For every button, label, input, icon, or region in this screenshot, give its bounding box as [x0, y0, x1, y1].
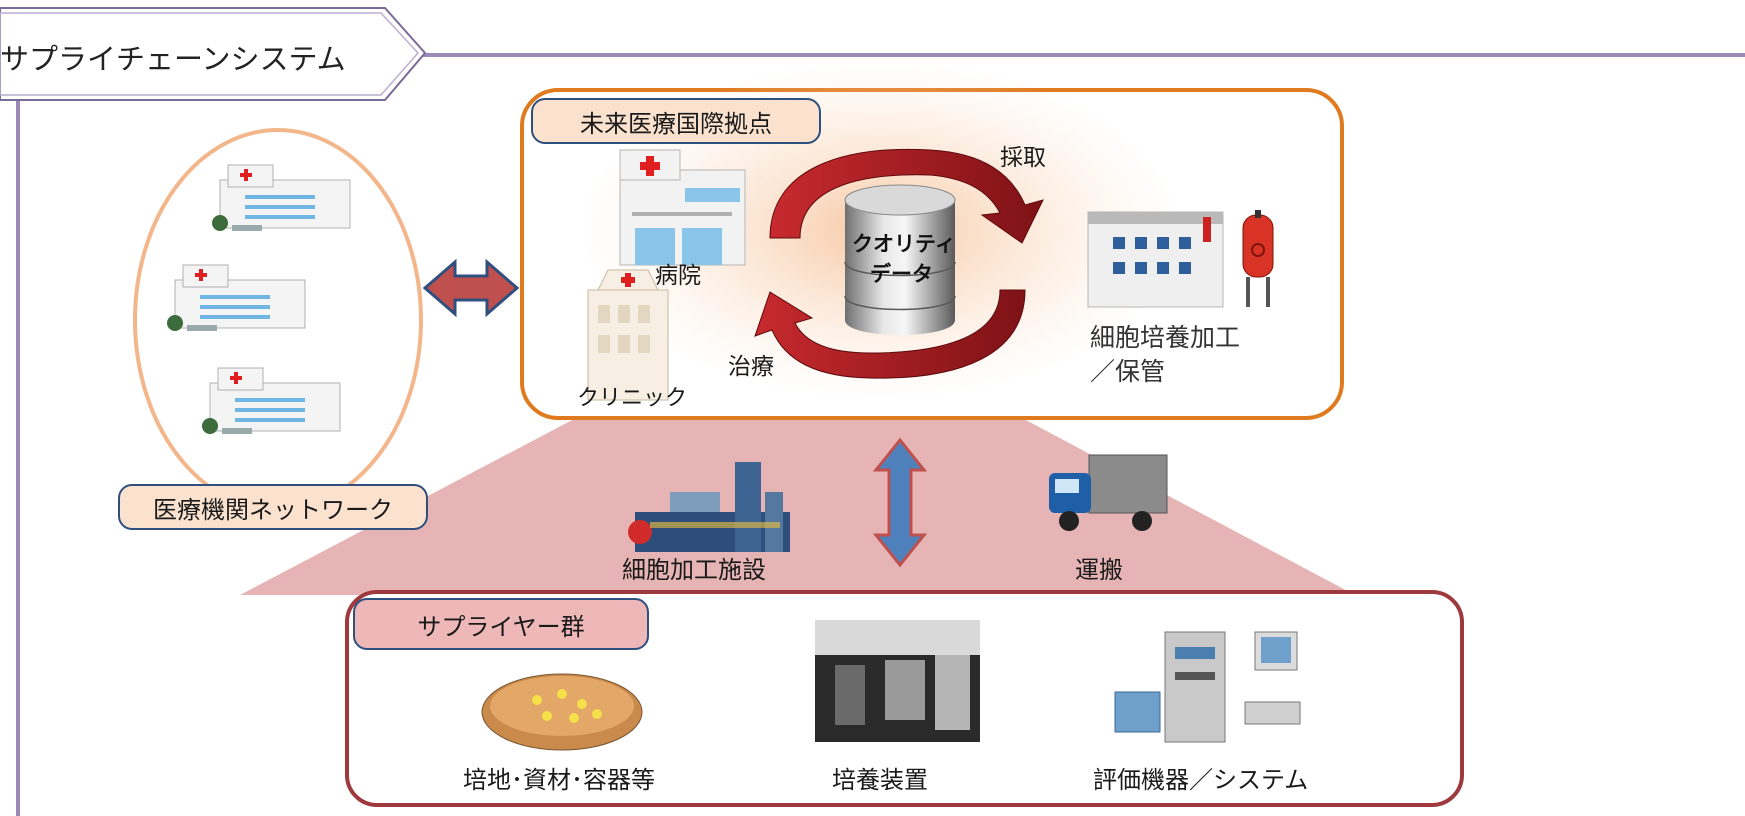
double-arrow-icon	[422, 258, 520, 318]
hospital-label: 病院	[655, 263, 701, 289]
header-tab	[0, 7, 427, 101]
cell-processing-label-line1: 細胞培養加工	[1090, 323, 1241, 352]
supplier-label-tag: サプライヤー群	[353, 598, 649, 650]
supplier-item-label: 評価機器／システム	[1093, 766, 1309, 794]
supplier-item-label: 培地･資材･容器等	[463, 766, 655, 794]
hospital-building-icon	[619, 149, 746, 266]
hospital-icon	[202, 367, 341, 434]
transport-label: 運搬	[1075, 556, 1123, 584]
clinic-label: クリニック	[577, 386, 688, 411]
page-title: サプライチェーンシステム	[0, 42, 346, 76]
culture-device-icon	[815, 620, 980, 742]
factory-icon	[628, 462, 790, 552]
network-label-tag: 医療機関ネットワーク	[118, 484, 428, 530]
hub-label-tag: 未来医療国際拠点	[531, 98, 821, 144]
clinic-icon	[587, 269, 669, 401]
cell-processing-label-line2: ／保管	[1090, 357, 1166, 386]
truck-icon	[1049, 454, 1168, 531]
storage-tank-icon	[1242, 210, 1274, 307]
hospital-icon	[167, 264, 306, 331]
database-label-line2: データ	[870, 262, 933, 286]
cycle-arrow-icon	[754, 148, 1044, 379]
facility-label: 細胞加工施設	[622, 556, 766, 584]
analyzer-icon	[1114, 631, 1301, 743]
database-label-line1: クオリティ	[852, 232, 956, 256]
treatment-label: 治療	[728, 354, 774, 380]
database-icon	[844, 184, 956, 335]
cell-processing-icon	[1087, 211, 1224, 308]
hospital-icon	[212, 164, 351, 231]
vertical-double-arrow-icon	[872, 437, 928, 568]
supplier-item-label: 培養装置	[832, 766, 928, 794]
petri-dish-icon	[481, 673, 643, 751]
collection-label: 採取	[1000, 145, 1046, 171]
